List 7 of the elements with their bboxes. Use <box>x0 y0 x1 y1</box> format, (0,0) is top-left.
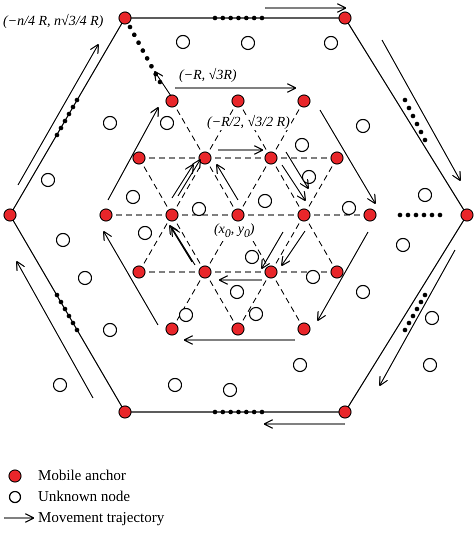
legend-text: Movement trajectory <box>38 510 164 526</box>
legend-text: Mobile anchor <box>38 468 126 484</box>
coordinate-label: (x$_{0}$, y$_{0}$) <box>213 222 256 241</box>
coordinate-label: (−R/2, √3/2 R) <box>206 115 291 130</box>
coordinate-label: (−R, √3R) <box>178 68 238 84</box>
coordinate-label: (−n/4 R, n√3/4 R) <box>2 14 104 30</box>
legend-text: Unknown node <box>38 489 130 506</box>
